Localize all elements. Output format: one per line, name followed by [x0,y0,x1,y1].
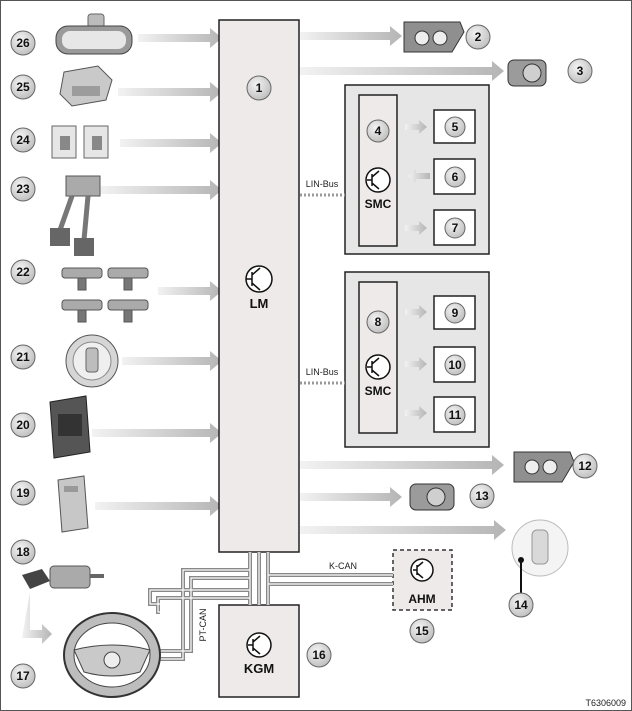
number-badge-20: 20 [10,412,36,438]
number-badge-label: 2 [475,30,482,44]
number-badge-label: 14 [514,598,528,612]
kgm-label: KGM [244,661,274,676]
number-badge-12: 12 [572,453,598,479]
number-badge-24: 24 [10,127,36,153]
number-badge-label: 4 [375,124,382,138]
rain-light-sensor-icon [59,65,113,107]
number-badge-7: 7 [444,217,466,239]
number-badge-label: 9 [452,306,459,320]
number-badge-22: 22 [10,259,36,285]
number-badge-2: 2 [465,24,491,50]
lin-bus-label-lower: LIN-Bus [306,367,339,377]
number-badge-26: 26 [10,30,36,56]
number-badge-label: 6 [452,170,459,184]
transistor-icon [365,167,391,193]
number-badge-15: 15 [409,618,435,644]
pt-can-label: PT-CAN [198,608,208,641]
lin-bus-lines [300,193,345,385]
number-badge-6: 6 [444,166,466,188]
number-badge-1: 1 [246,75,272,101]
height-sensor-icon [61,267,149,323]
number-badge-11: 11 [444,404,466,426]
number-badge-17: 17 [10,663,36,689]
headlight-icon [403,21,465,53]
number-badge-label: 23 [16,182,30,196]
number-badge-label: 18 [16,545,30,559]
pedal-assembly-icon [50,175,101,256]
rotary-switch-icon [511,519,569,598]
number-badge-5: 5 [444,116,466,138]
number-badge-label: 25 [16,80,30,94]
number-badge-23: 23 [10,176,36,202]
number-badge-label: 21 [16,350,30,364]
transistor-icon [365,354,391,380]
number-badge-label: 16 [312,648,326,662]
headlight-unit-icon [507,59,547,87]
number-badge-8: 8 [366,310,390,334]
smc-upper-arrows [405,120,430,235]
transistor-icon [410,558,434,582]
number-badge-label: 19 [16,486,30,500]
number-badge-4: 4 [366,119,390,143]
headlight-unit-icon [409,483,455,511]
number-badge-label: 17 [16,669,30,683]
number-badge-label: 3 [577,64,584,78]
mirror-icon [55,13,133,55]
smc-lower-arrows [405,305,427,420]
number-badge-label: 12 [578,459,592,473]
number-badge-16: 16 [306,642,332,668]
ahm-label: AHM [408,592,435,606]
input-arrows [92,28,222,516]
lm-label: LM [250,296,269,311]
number-badge-9: 9 [444,302,466,324]
number-badge-13: 13 [469,483,495,509]
bus-wiring [148,552,393,661]
number-badge-label: 13 [475,489,489,503]
steering-wheel-icon [63,612,161,698]
steering-column-switch-icon [22,565,104,589]
number-badge-label: 22 [16,265,30,279]
number-badge-18: 18 [10,539,36,565]
headlight-icon [513,451,575,483]
number-badge-25: 25 [10,74,36,100]
light-switch-icon [65,334,119,388]
number-badge-label: 15 [415,624,429,638]
output-arrows [300,26,506,540]
transistor-icon [245,265,273,293]
figure-code: T6306009 [585,698,626,708]
smc-lower-label: SMC [365,384,392,398]
control-unit-icon [49,395,91,459]
number-badge-label: 1 [256,81,263,95]
number-badge-label: 26 [16,36,30,50]
brake-light-switch-icon [51,125,109,159]
lin-bus-label-upper: LIN-Bus [306,179,339,189]
smc-upper-label: SMC [365,197,392,211]
k-can-label: K-CAN [329,561,357,571]
number-badge-19: 19 [10,480,36,506]
arrow-18-to-17 [22,592,52,644]
module-icon [57,475,89,533]
number-badge-label: 10 [448,358,462,372]
number-badge-10: 10 [444,354,466,376]
number-badge-label: 24 [16,133,30,147]
number-badge-21: 21 [10,344,36,370]
number-badge-label: 7 [452,221,459,235]
number-badge-label: 11 [449,408,462,422]
number-badge-label: 20 [16,418,30,432]
number-badge-label: 8 [375,315,382,329]
number-badge-3: 3 [567,58,593,84]
transistor-icon [246,632,272,658]
number-badge-label: 5 [452,120,459,134]
number-badge-14: 14 [508,592,534,618]
